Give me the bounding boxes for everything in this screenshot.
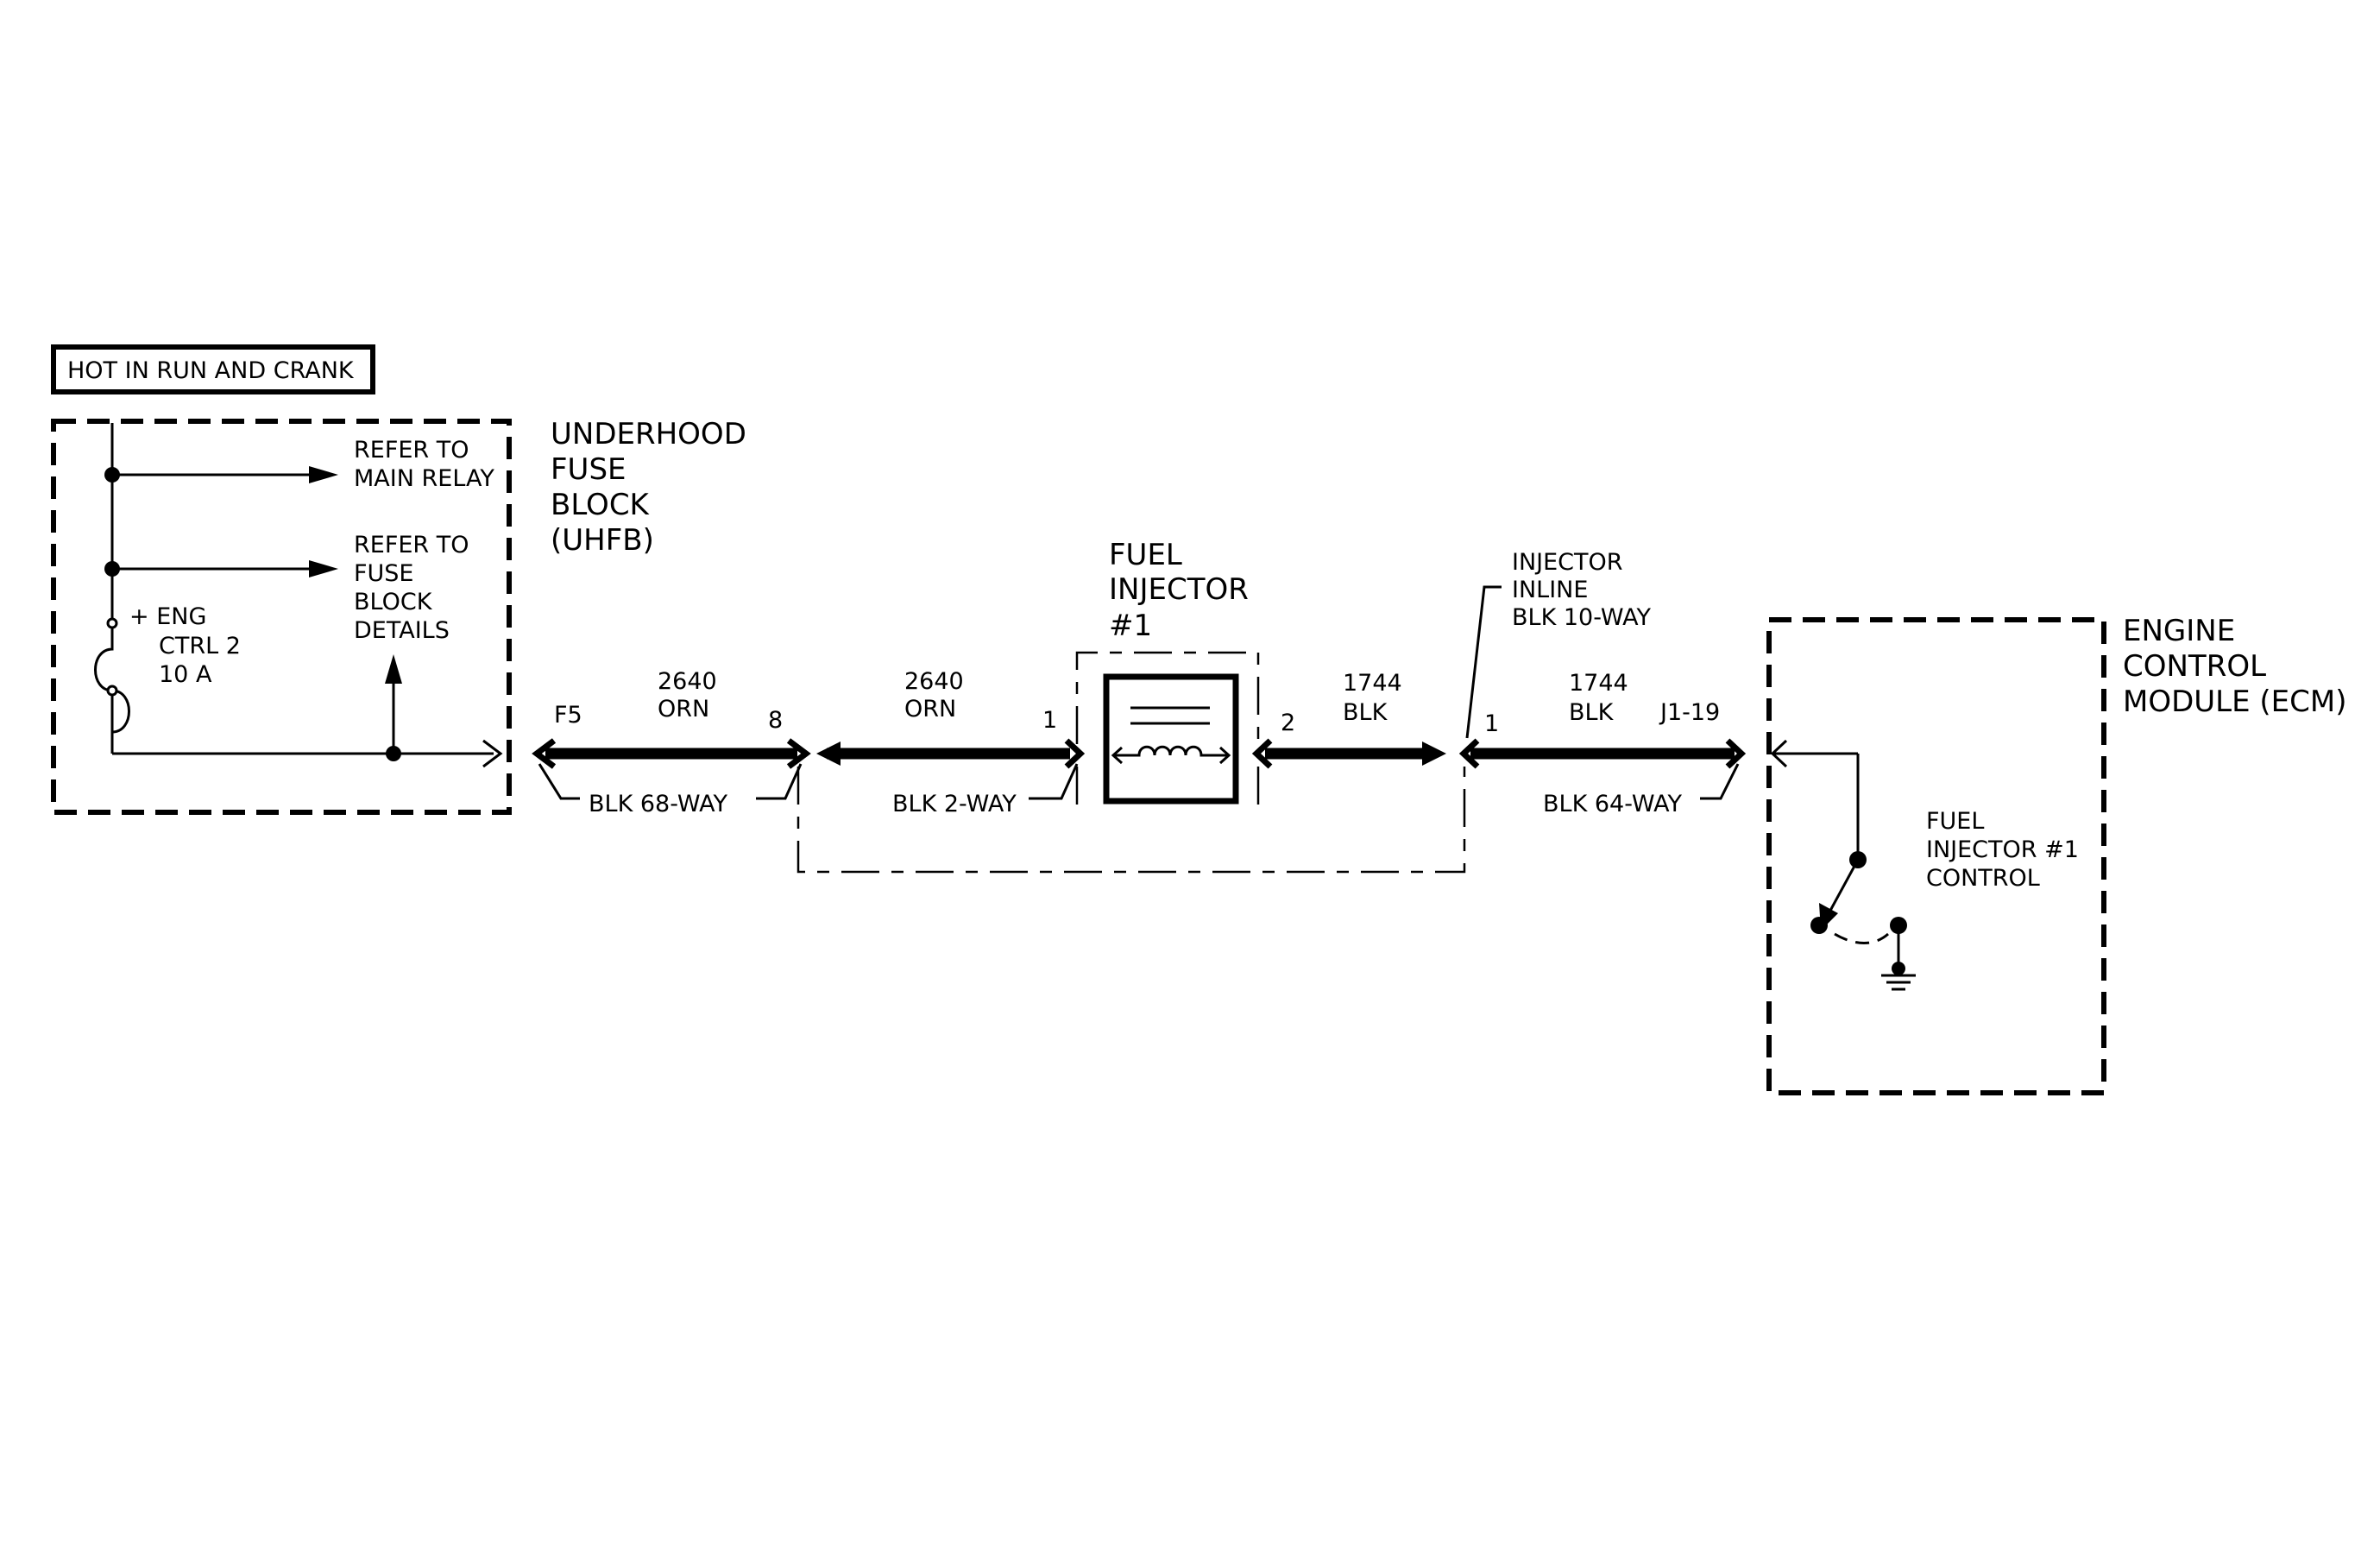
connector-chevron-icon bbox=[1064, 738, 1086, 769]
control-label-line3: CONTROL bbox=[1926, 865, 2040, 892]
hot-in-run-text: HOT IN RUN AND CRANK bbox=[67, 357, 355, 384]
fuse-label: + ENG CTRL 2 10 A bbox=[129, 603, 241, 688]
fuse-label-line1: + ENG bbox=[129, 603, 206, 630]
hot-in-run-label: HOT IN RUN AND CRANK bbox=[51, 344, 375, 394]
control-label-line2: INJECTOR #1 bbox=[1926, 836, 2079, 863]
pin-1-injector: 1 bbox=[1042, 707, 1057, 734]
fuse-label-line2: CTRL 2 bbox=[159, 633, 241, 659]
inline-label-line1: INJECTOR bbox=[1512, 549, 1623, 576]
wire-2640-orn-a: F5 2640 ORN 8 BLK 68-WAY bbox=[532, 668, 811, 817]
connector-arrow-left-icon bbox=[816, 741, 841, 766]
connector-68-way: BLK 68-WAY bbox=[589, 791, 727, 817]
connector-chevron-icon bbox=[532, 738, 557, 769]
fuse-block-title-line3: BLOCK bbox=[551, 488, 651, 522]
refer-fuse-block-details: REFER TO FUSE BLOCK DETAILS bbox=[354, 532, 469, 644]
wire-b-color: ORN bbox=[904, 696, 956, 723]
refer-details-line1: REFER TO bbox=[354, 532, 469, 558]
ecm-title-line2: CONTROL bbox=[2123, 649, 2266, 684]
refer-details-line3: BLOCK bbox=[354, 589, 433, 615]
inline-label-line2: INLINE bbox=[1512, 577, 1588, 603]
wire-b-circuit: 2640 bbox=[904, 668, 964, 695]
fuse-block-title-line2: FUSE bbox=[551, 452, 626, 487]
wire-1744-blk-d: 1744 BLK J1-19 BLK 64-WAY bbox=[1458, 670, 1747, 817]
fuel-injector: FUEL INJECTOR #1 2 bbox=[1075, 538, 1295, 811]
refer-details-line4: DETAILS bbox=[354, 617, 450, 644]
wire-1744-blk-c: 1744 BLK bbox=[1251, 670, 1446, 769]
switch-contact bbox=[1810, 917, 1828, 934]
ecm-title-line1: ENGINE bbox=[2123, 614, 2235, 648]
pin-f5: F5 bbox=[554, 702, 582, 729]
pin-8: 8 bbox=[768, 707, 783, 734]
wire-c-color: BLK bbox=[1343, 699, 1388, 726]
wire-d-color: BLK bbox=[1569, 699, 1615, 726]
injector-inline-connector: INJECTOR INLINE BLK 10-WAY 1 bbox=[796, 549, 1651, 874]
connector-64-way: BLK 64-WAY bbox=[1543, 791, 1682, 817]
arrow-up-icon bbox=[385, 654, 402, 684]
wire-c-circuit: 1744 bbox=[1343, 670, 1402, 697]
connector-2-way: BLK 2-WAY bbox=[892, 791, 1017, 817]
wire-a-color: ORN bbox=[658, 696, 709, 723]
pin-2-injector: 2 bbox=[1281, 710, 1295, 736]
arrow-right-icon bbox=[309, 466, 338, 483]
ecm-title-line3: MODULE (ECM) bbox=[2123, 685, 2346, 719]
refer-main-relay: REFER TO MAIN RELAY bbox=[354, 437, 494, 492]
connector-arrow-right-icon bbox=[1422, 741, 1446, 766]
fuse-block-title: UNDERHOOD FUSE BLOCK (UHFB) bbox=[551, 417, 746, 558]
terminal-chevron-icon bbox=[1770, 739, 1788, 768]
connector-chevron-icon bbox=[1725, 738, 1747, 769]
refer-main-line1: REFER TO bbox=[354, 437, 469, 464]
fuse-block-box bbox=[51, 419, 512, 815]
engine-control-module: ENGINE CONTROL MODULE (ECM) FUEL INJECTO… bbox=[1766, 614, 2346, 1095]
connector-chevron-icon bbox=[1251, 738, 1273, 769]
connector-chevron-icon bbox=[1458, 738, 1480, 769]
arrow-right-icon bbox=[309, 560, 338, 577]
fuse-block-title-line4: (UHFB) bbox=[551, 523, 654, 558]
injector-title-line2: INJECTOR bbox=[1109, 572, 1249, 607]
pin-1-inline: 1 bbox=[1484, 710, 1499, 737]
connector-chevron-icon bbox=[786, 738, 811, 769]
inline-label-line3: BLK 10-WAY bbox=[1512, 604, 1651, 631]
refer-details-line2: FUSE bbox=[354, 560, 414, 587]
wire-2640-orn-b: 2640 ORN 1 BLK 2-WAY bbox=[816, 668, 1086, 817]
refer-main-line2: MAIN RELAY bbox=[354, 465, 494, 492]
terminal-chevron-icon bbox=[482, 739, 503, 768]
coil-icon bbox=[1113, 745, 1229, 757]
fuse-block-title-line1: UNDERHOOD bbox=[551, 417, 746, 451]
fuse-label-line3: 10 A bbox=[159, 661, 212, 688]
fuse-block-internal-wiring bbox=[94, 423, 503, 768]
injector-body bbox=[1103, 673, 1239, 805]
wire-a-circuit: 2640 bbox=[658, 668, 717, 695]
control-label-line1: FUEL bbox=[1926, 808, 1984, 835]
injector-title-line1: FUEL bbox=[1109, 538, 1182, 572]
injector-title-line3: #1 bbox=[1109, 609, 1152, 643]
pin-j1-19: J1-19 bbox=[1659, 699, 1720, 726]
wire-d-circuit: 1744 bbox=[1569, 670, 1628, 697]
ground-icon bbox=[1881, 974, 1916, 991]
